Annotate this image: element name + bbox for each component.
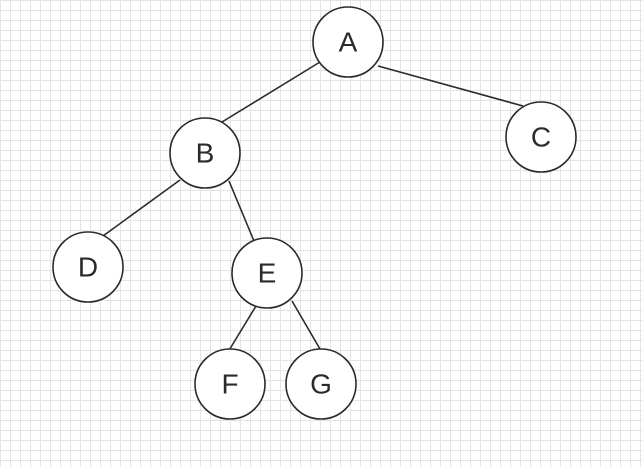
- edge-e-f: [227, 305, 257, 353]
- node-c-label: C: [531, 121, 551, 152]
- edge-e-g: [291, 300, 321, 350]
- edge-a-c: [377, 65, 524, 107]
- tree-node-b: B: [169, 117, 241, 189]
- nodes-layer: A B C D E F G: [52, 6, 577, 420]
- node-a-label: A: [339, 26, 358, 57]
- node-c-circle: [505, 101, 577, 173]
- tree-node-d: D: [52, 231, 124, 303]
- node-d-label: D: [78, 251, 98, 282]
- tree-node-g: G: [285, 348, 357, 420]
- tree-node-e: E: [231, 237, 303, 309]
- node-f-label: F: [221, 368, 238, 399]
- node-b-circle: [169, 117, 241, 189]
- node-f-circle: [194, 348, 266, 420]
- node-b-label: B: [196, 137, 215, 168]
- node-a-circle: [312, 6, 384, 78]
- edge-a-b: [221, 61, 321, 123]
- node-g-label: G: [310, 368, 332, 399]
- tree-node-f: F: [194, 348, 266, 420]
- node-e-label: E: [258, 257, 277, 288]
- tree-node-a: A: [312, 6, 384, 78]
- node-g-circle: [285, 348, 357, 420]
- edge-b-e: [228, 180, 255, 242]
- edges-layer: [102, 61, 524, 353]
- tree-node-c: C: [505, 101, 577, 173]
- edge-b-d: [102, 179, 181, 237]
- node-e-circle: [231, 237, 303, 309]
- node-d-circle: [52, 231, 124, 303]
